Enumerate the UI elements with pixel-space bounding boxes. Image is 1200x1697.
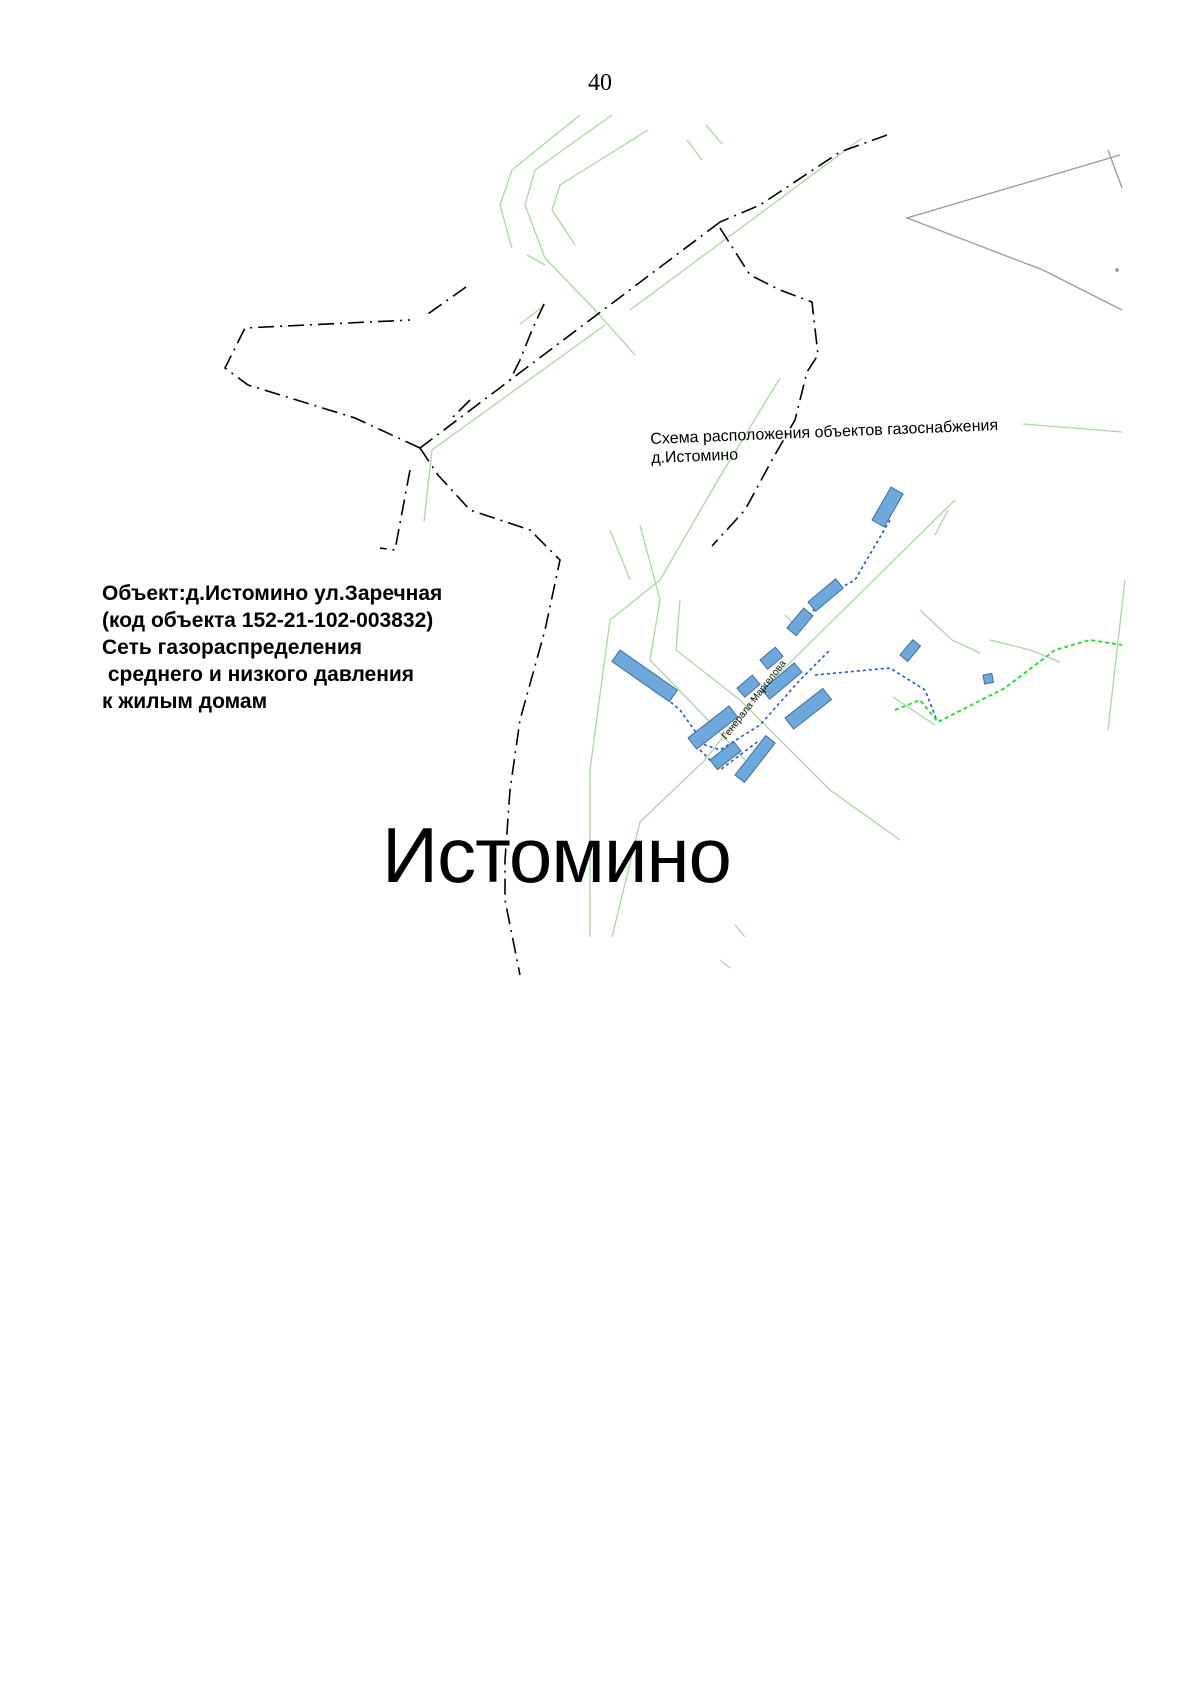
object-description: Объект:д.Истомино ул.Заречная (код объек… [102,582,443,713]
gas-pipeline-medium-pressure [894,639,1123,724]
village-name: Истомино [382,811,732,899]
page-number: 40 [588,70,612,96]
road-lines [423,114,1126,969]
gray-outline [904,149,1123,311]
gas-pipeline-low-pressure [619,519,937,772]
settlement-boundary [223,134,888,976]
buildings [611,486,995,784]
